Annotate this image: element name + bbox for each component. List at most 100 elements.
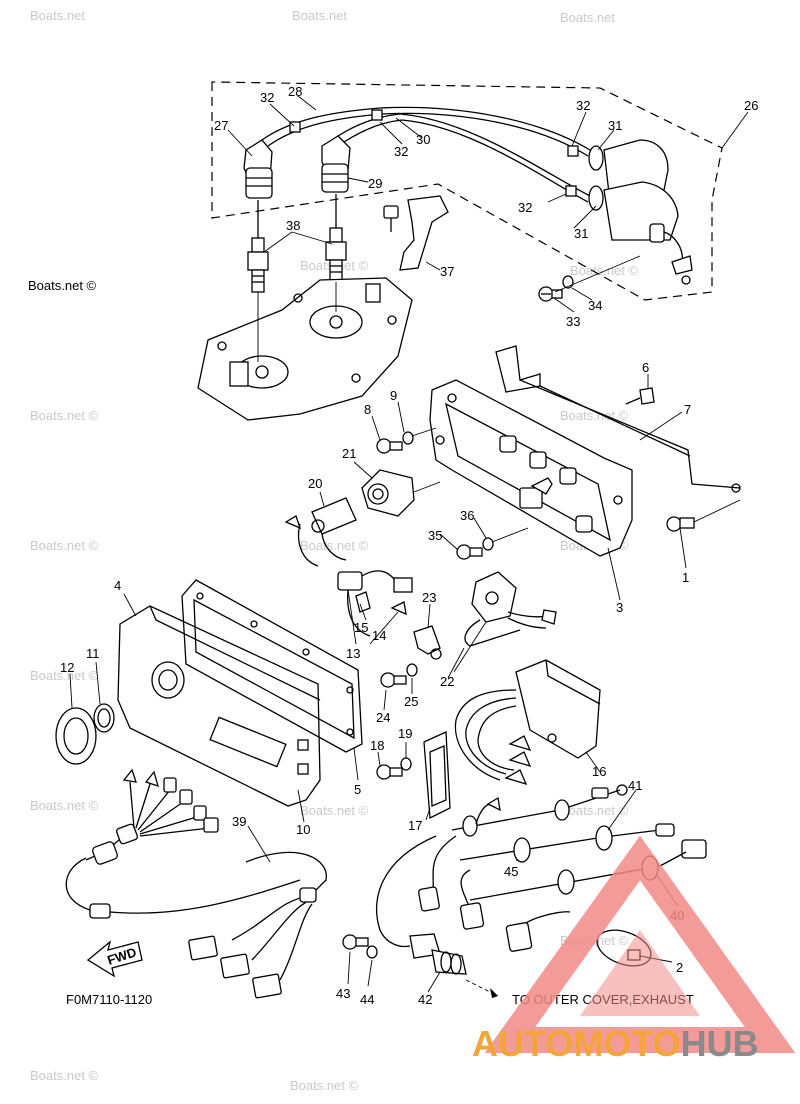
bracket-37: [383, 195, 449, 271]
watermark: Boats.net ©: [30, 798, 99, 813]
callout-35: 35: [428, 528, 442, 543]
callout-42: 42: [418, 992, 432, 1007]
bolt-8: [376, 438, 403, 454]
o-ring-11: [93, 703, 115, 733]
callout-19: 19: [398, 726, 412, 741]
callout-32: 32: [576, 98, 590, 113]
callout-17: 17: [408, 818, 422, 833]
spark-plug-left: [247, 200, 269, 293]
watermark: Boats.net ©: [30, 1068, 99, 1083]
callout-32: 32: [260, 90, 274, 105]
callout-39: 39: [232, 814, 246, 829]
outer-cover-arrow: [465, 979, 499, 998]
callout-20: 20: [308, 476, 322, 491]
wire-harness-39: [65, 768, 327, 999]
watermark: Boats.net ©: [28, 278, 97, 293]
callout-13: 13: [346, 646, 360, 661]
callout-18: 18: [370, 738, 384, 753]
callout-6: 6: [642, 360, 649, 375]
clamp: [371, 109, 383, 121]
callout-37: 37: [440, 264, 454, 279]
callout-28: 28: [288, 84, 302, 99]
callout-29: 29: [368, 176, 382, 191]
bolt-35: [456, 544, 483, 560]
watermark: Boats.net ©: [300, 538, 369, 553]
callout-15: 15: [354, 620, 368, 635]
fwd-arrow-icon: FWD: [86, 940, 143, 978]
bolt-43: [342, 934, 369, 950]
callout-34: 34: [588, 298, 602, 313]
callout-24: 24: [376, 710, 390, 725]
callout-8: 8: [364, 402, 371, 417]
component-20: [284, 497, 357, 567]
callout-31-lower: 31: [574, 226, 588, 241]
callout-16: 16: [592, 764, 606, 779]
callout-1: 1: [682, 570, 689, 585]
callout-7: 7: [684, 402, 691, 417]
watermark: Boats.net ©: [560, 803, 629, 818]
callout-36: 36: [460, 508, 474, 523]
callout-22: 22: [440, 674, 454, 689]
connector-17: [423, 731, 451, 820]
callout-4: 4: [114, 578, 121, 593]
callout-12: 12: [60, 660, 74, 675]
watermark: Boats.net ©: [30, 668, 99, 683]
watermark: Boats.net ©: [570, 263, 639, 278]
callout-41: 41: [628, 778, 642, 793]
callout-30: 30: [416, 132, 430, 147]
callout-21: 21: [342, 446, 356, 461]
callout-23: 23: [422, 590, 436, 605]
callout-14: 14: [372, 628, 386, 643]
callout-45: 45: [504, 864, 518, 879]
callout-43: 43: [336, 986, 350, 1001]
electric-box-base: [429, 379, 633, 557]
callout-5: 5: [354, 782, 361, 797]
sensor-22: [464, 571, 557, 647]
watermark: Boats.net: [292, 8, 347, 23]
washer-36: [482, 537, 494, 551]
callout-10: 10: [296, 822, 310, 837]
watermark: Boats.net ©: [30, 538, 99, 553]
watermark: Boats.net: [560, 10, 615, 25]
harness-13: [337, 570, 413, 637]
callout-26: 26: [744, 98, 758, 113]
coil-group-outline: [211, 81, 723, 301]
bolt-18: [376, 764, 403, 780]
callout-27: 27: [214, 118, 228, 133]
callout-numbers: 1 2 3 4 5 6 7 8 9 10 11 12 13 14 15 16 1…: [60, 84, 758, 1007]
plug-cap-right: [321, 135, 351, 193]
watermark: Boats.net ©: [30, 408, 99, 423]
logo-text: AUTOMOTOHUB: [472, 1023, 759, 1064]
washer-9: [402, 431, 414, 445]
callout-25: 25: [404, 694, 418, 709]
automotohub-logo: AUTOMOTOHUB: [472, 835, 796, 1064]
bolt-24: [380, 672, 407, 688]
watermark: Boats.net ©: [300, 803, 369, 818]
callout-31-upper: 31: [608, 118, 622, 133]
clamp: [567, 145, 579, 157]
component-21: [361, 469, 415, 517]
callout-32: 32: [394, 144, 408, 159]
high-tension-leads: [261, 106, 591, 203]
callout-9: 9: [390, 388, 397, 403]
plug-cap-left: [243, 139, 273, 199]
cap-12: [55, 707, 97, 765]
cable-42: [376, 835, 467, 975]
callout-33: 33: [566, 314, 580, 329]
screw-33: [538, 286, 563, 302]
spark-plug-right: [325, 194, 347, 283]
clamp-23: [413, 625, 442, 660]
bolt-6: [625, 387, 655, 405]
bracket-7: [495, 345, 741, 493]
electric-box-cover: [117, 605, 321, 807]
callout-44: 44: [360, 992, 374, 1007]
callout-32: 32: [518, 200, 532, 215]
ignition-coil: [588, 139, 693, 285]
cylinder-head: [197, 277, 413, 421]
callout-2: 2: [676, 960, 683, 975]
washer-44: [366, 945, 378, 959]
clamp: [289, 121, 301, 133]
gasket-5: [181, 579, 363, 753]
